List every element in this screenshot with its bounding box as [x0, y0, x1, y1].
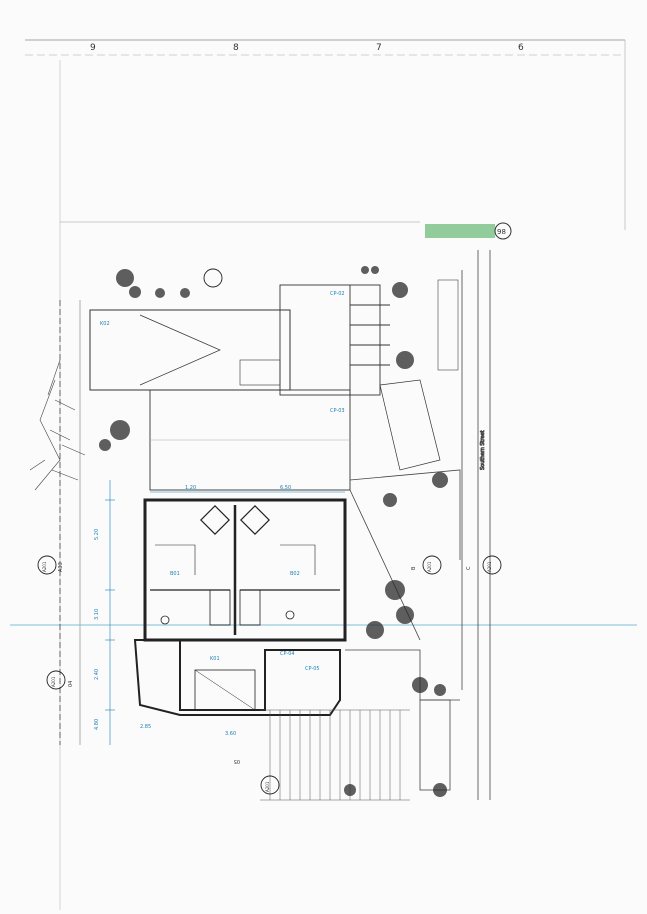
- tree-icon: [396, 606, 414, 624]
- bare-tree-sketch: [29, 359, 86, 491]
- dim-label: 2.85: [140, 724, 151, 730]
- svg-text:A201: A201: [42, 561, 47, 572]
- tree-icon: [99, 439, 111, 451]
- tree-icon: [129, 286, 141, 298]
- entry-area: [279, 284, 441, 471]
- dim-label: 5.20: [94, 529, 100, 540]
- tree-icon: [116, 269, 134, 287]
- tree-icon: [366, 621, 384, 639]
- main-house: [143, 498, 347, 642]
- room-tag: CP-05: [305, 666, 320, 672]
- tree-icon: [385, 580, 405, 600]
- svg-text:A03: A03: [58, 562, 64, 572]
- sheet-number: 98: [497, 228, 506, 236]
- tree-icon: [396, 351, 414, 369]
- svg-text:A201: A201: [487, 561, 492, 572]
- title-strip: 98: [60, 221, 512, 240]
- street-label: Southern Street: [480, 430, 486, 470]
- dim-label: 6.50: [280, 485, 291, 491]
- dim-label: 3.60: [225, 731, 236, 737]
- tree-icon: [361, 266, 369, 274]
- tree-icon: [432, 472, 448, 488]
- svg-text:B: B: [411, 566, 417, 570]
- room-tag: K02: [100, 321, 110, 327]
- section-marker: [37, 555, 57, 575]
- tree-icon: [110, 420, 130, 440]
- tree-icon: [344, 784, 356, 796]
- grid-band: 9 8 7 6: [25, 39, 626, 910]
- trees: [99, 266, 448, 797]
- dim-label: 4.80: [94, 719, 100, 730]
- tree-icon: [180, 288, 190, 298]
- room-tag: CP-02: [330, 291, 345, 297]
- svg-text:C: C: [466, 566, 472, 570]
- room-tag: CP-04: [280, 651, 295, 657]
- room-tag: K01: [210, 656, 220, 662]
- section-marker: [422, 555, 442, 575]
- grid-label-9: 9: [90, 43, 96, 53]
- room-tag: B02: [290, 571, 300, 577]
- section-markers: [37, 268, 502, 795]
- garage-block: [89, 309, 291, 391]
- site-boundary: Southern Street: [59, 250, 491, 800]
- svg-text:A201: A201: [265, 781, 270, 792]
- grid-label-8: 8: [233, 43, 239, 53]
- svg-text:05: 05: [234, 758, 240, 764]
- tree-icon: [434, 684, 446, 696]
- tree-icon: [371, 266, 379, 274]
- tree-icon: [412, 677, 428, 693]
- section-marker: [482, 555, 502, 575]
- sheet-badge: [494, 222, 512, 240]
- dim-label: 2.40: [94, 669, 100, 680]
- section-marker-labels: A03 A201 04 A201 05 A201 B A201 C A201: [42, 561, 492, 792]
- logo-strip: [425, 224, 495, 238]
- section-marker: [46, 670, 66, 690]
- grid-label-7: 7: [376, 43, 382, 53]
- section-marker: [260, 775, 280, 795]
- tree-icon: [383, 493, 397, 507]
- section-marker: [203, 268, 223, 288]
- south-wing: [133, 639, 341, 716]
- courtyard: [149, 389, 351, 491]
- svg-text:A201: A201: [427, 561, 432, 572]
- tree-icon: [155, 288, 165, 298]
- tree-icon: [433, 783, 447, 797]
- dim-label: 3.10: [94, 609, 100, 620]
- svg-text:A201: A201: [51, 676, 56, 687]
- deck-boards: [260, 709, 410, 801]
- room-tag: B01: [170, 571, 180, 577]
- room-tags: CP-02 CP-03 CP-04 CP-05 B01 B02 K01 K02: [100, 291, 345, 672]
- garden: [345, 279, 461, 791]
- dimension-line: [105, 480, 345, 745]
- svg-text:04: 04: [68, 681, 74, 687]
- room-tag: CP-03: [330, 408, 345, 414]
- dim-label: 1.20: [185, 485, 196, 491]
- grid-label-6: 6: [518, 43, 524, 53]
- tree-icon: [392, 282, 408, 298]
- dimension-labels: 5.20 3.10 2.40 4.80 1.20 6.50 2.85 3.60: [94, 485, 291, 737]
